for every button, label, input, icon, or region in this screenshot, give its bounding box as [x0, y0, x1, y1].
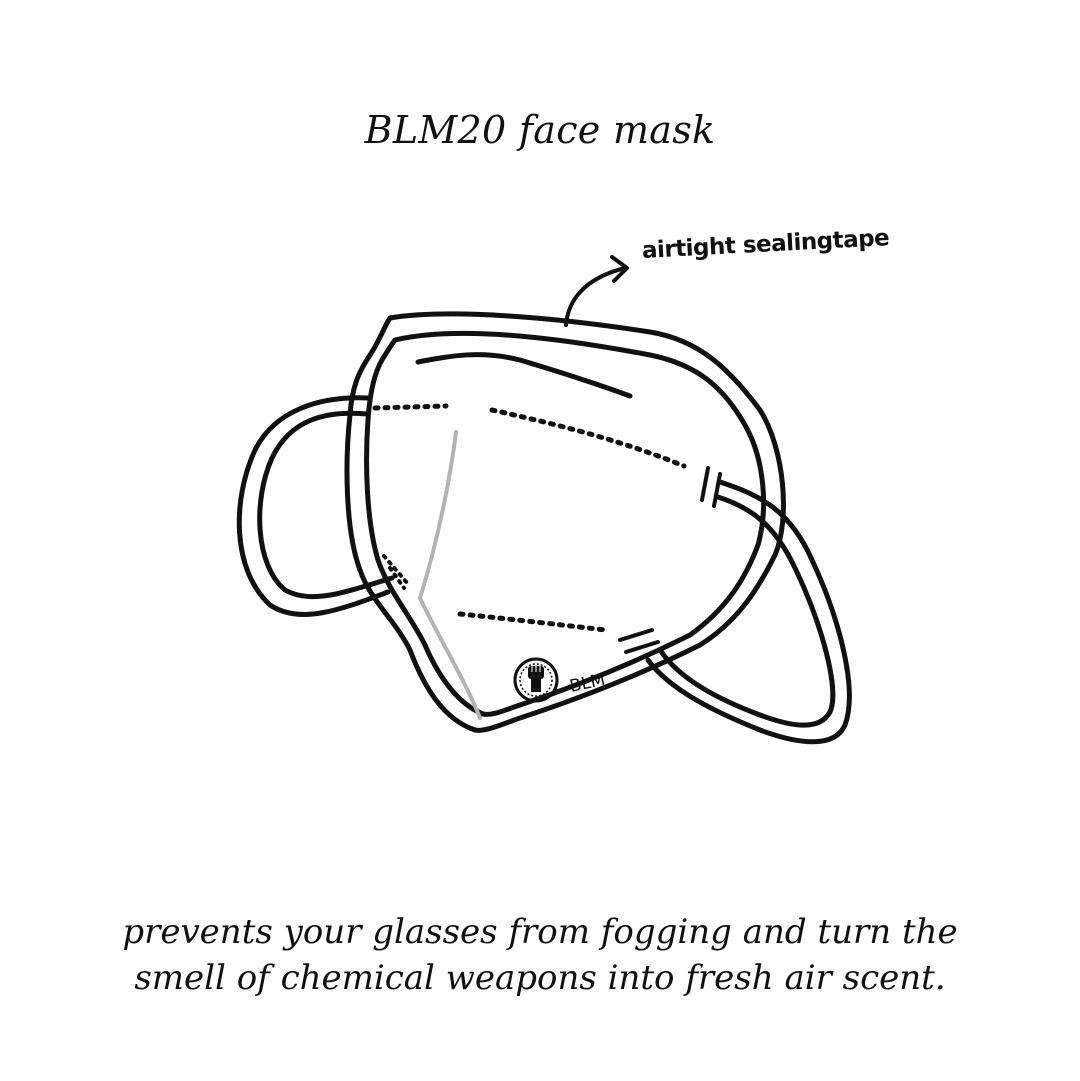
caption-line-1: prevents your glasses from fogging and t… — [122, 912, 958, 952]
stitch-lines — [372, 403, 687, 633]
left-ear-loop — [236, 395, 395, 618]
blm-badge: BLM — [513, 657, 607, 703]
caption-line-2: smell of chemical weapons into fresh air… — [134, 958, 946, 998]
nose-fold-line — [417, 430, 482, 720]
nose-wire — [415, 352, 633, 399]
curved-arrow-icon — [564, 255, 629, 327]
page-title: BLM20 face mask — [364, 108, 716, 152]
loop-attachment-marks — [618, 466, 722, 654]
blm-badge-label: BLM — [568, 670, 607, 697]
mask-shell — [344, 311, 786, 733]
right-ear-loop — [645, 479, 852, 745]
raised-fist-icon — [528, 666, 544, 692]
